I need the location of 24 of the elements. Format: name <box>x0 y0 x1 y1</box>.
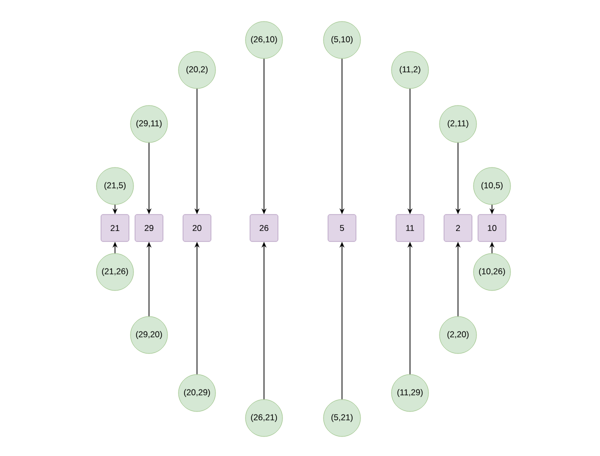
process-box: 2 <box>444 214 472 242</box>
circle-node: (21,5) <box>96 167 134 205</box>
process-box: 11 <box>396 214 424 242</box>
process-box: 5 <box>328 214 356 242</box>
circle-node: (5,21) <box>323 399 361 437</box>
circle-node: (20,2) <box>178 51 216 89</box>
circle-node: (26,21) <box>245 399 283 437</box>
circle-node: (10,5) <box>473 167 511 205</box>
circle-node: (26,10) <box>245 21 283 59</box>
process-box: 29 <box>134 214 164 242</box>
circle-node: (11,29) <box>391 374 429 412</box>
circle-node: (29,20) <box>130 316 168 354</box>
circle-node: (5,10) <box>323 21 361 59</box>
circle-node: (21,26) <box>96 253 134 291</box>
circle-node: (2,11) <box>439 105 477 143</box>
process-box: 10 <box>478 214 506 242</box>
process-box: 20 <box>182 214 212 242</box>
process-box: 26 <box>250 214 278 242</box>
circle-node: (20,29) <box>178 374 216 412</box>
circle-node: (29,11) <box>130 105 168 143</box>
circle-node: (11,2) <box>391 51 429 89</box>
process-box: 21 <box>100 214 130 242</box>
circle-node: (10,26) <box>473 253 511 291</box>
circle-node: (2,20) <box>439 316 477 354</box>
